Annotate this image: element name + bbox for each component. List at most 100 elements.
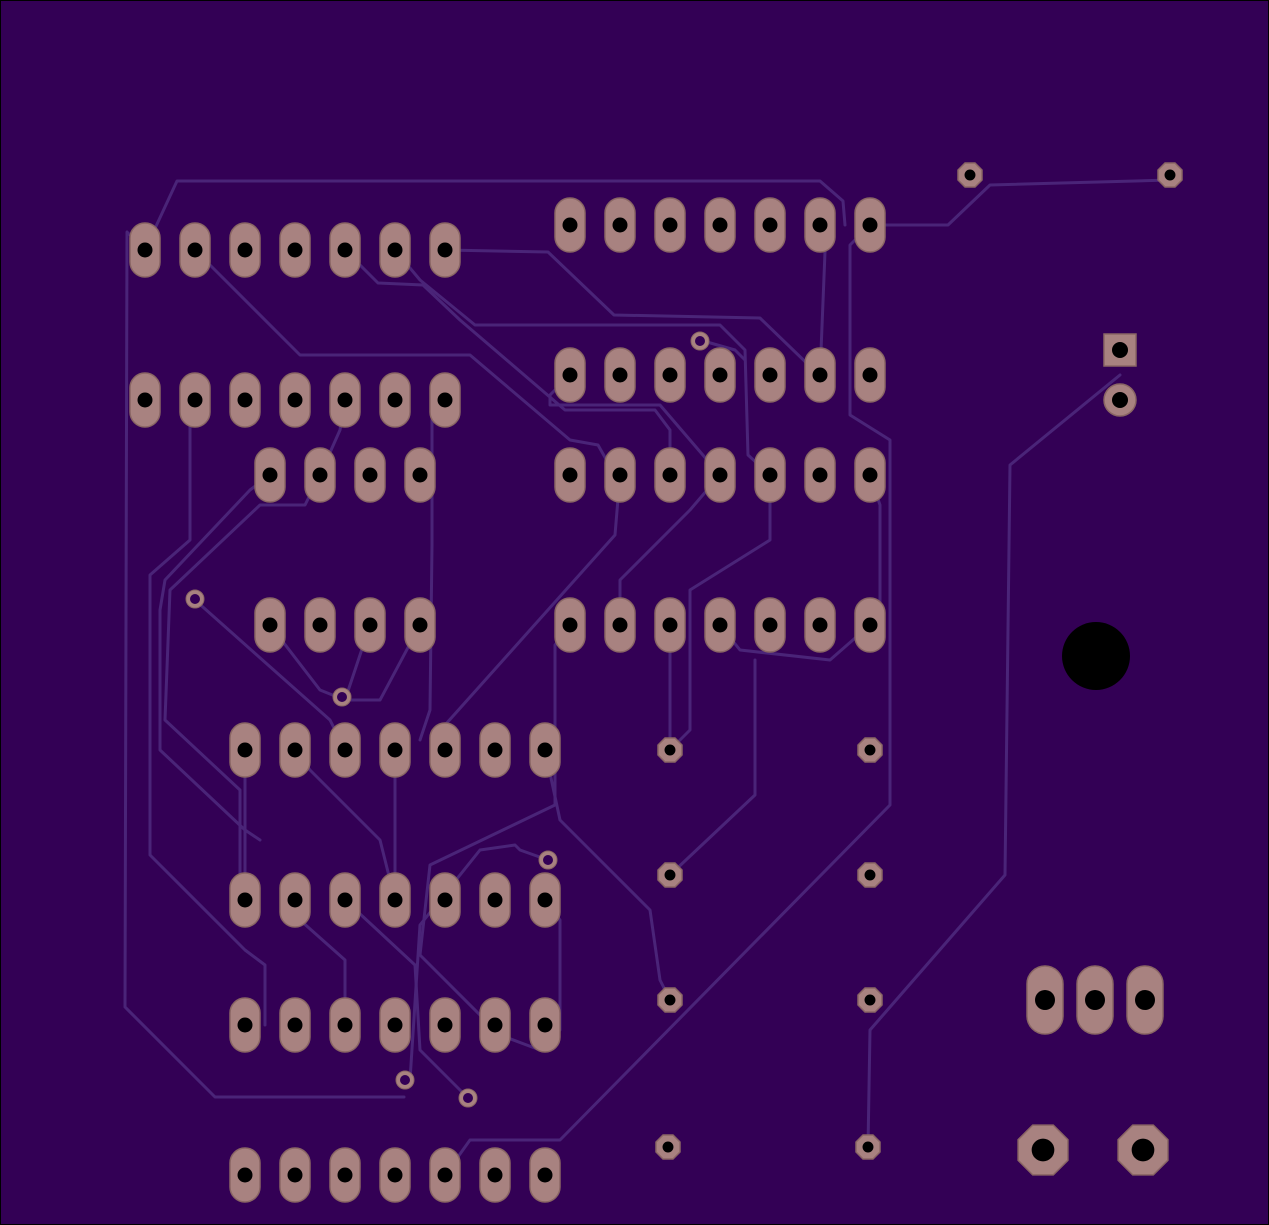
- ic4-pad: [854, 597, 886, 653]
- ic4-pad: [854, 447, 886, 503]
- ic6-pad: [329, 1147, 361, 1203]
- ic2-pad: [804, 347, 836, 403]
- ic2-pad: [854, 197, 886, 253]
- ic4-pad: [654, 597, 686, 653]
- ic6-pad: [379, 1147, 411, 1203]
- discrete-pad: [957, 162, 983, 188]
- via: [538, 850, 558, 870]
- ic4-pad: [604, 597, 636, 653]
- ic6-pad: [279, 1147, 311, 1203]
- ic1-pad: [429, 372, 461, 428]
- ic1-pad: [179, 372, 211, 428]
- ic1-pad: [329, 222, 361, 278]
- ic5-pad: [479, 722, 511, 778]
- ic5-pad: [529, 722, 561, 778]
- ic4-pad: [754, 597, 786, 653]
- ic3-pad: [304, 597, 336, 653]
- ic2-pad: [804, 197, 836, 253]
- trace: [393, 248, 772, 477]
- ic5-pad: [279, 872, 311, 928]
- discrete-pad: [657, 737, 683, 763]
- trace: [343, 248, 672, 477]
- discrete-pad: [657, 987, 683, 1013]
- ic3-pad: [404, 447, 436, 503]
- copper-traces: [123, 178, 1172, 1177]
- ic6-pad: [329, 997, 361, 1053]
- header-pin-1-square: [1103, 333, 1137, 367]
- ic2-pad: [554, 347, 586, 403]
- ic4-pad: [804, 597, 836, 653]
- power-pad: [1017, 1124, 1069, 1176]
- ic5-pad: [279, 722, 311, 778]
- ic6-pad: [479, 1147, 511, 1203]
- ic5-pad: [229, 872, 261, 928]
- via: [458, 1088, 478, 1108]
- trace: [343, 623, 422, 702]
- discrete-pad: [1157, 162, 1183, 188]
- header-pin-2-round: [1103, 383, 1137, 417]
- ic1-pad: [379, 372, 411, 428]
- ic1-pad: [279, 372, 311, 428]
- ic4-pad: [754, 447, 786, 503]
- ic4-pad: [704, 597, 736, 653]
- trace: [668, 658, 757, 877]
- ic2-pad: [754, 347, 786, 403]
- discrete-pad: [857, 737, 883, 763]
- via: [185, 589, 205, 609]
- ic4-pad: [554, 447, 586, 503]
- trace: [543, 748, 672, 1002]
- ic6-pad: [529, 1147, 561, 1203]
- ic1-pad: [429, 222, 461, 278]
- ic4-pad: [654, 447, 686, 503]
- ic2-pad: [654, 197, 686, 253]
- ic2-pad: [654, 347, 686, 403]
- ic6-pad: [529, 997, 561, 1053]
- ic1-pad: [229, 222, 261, 278]
- via: [332, 687, 352, 707]
- trace: [148, 398, 267, 1027]
- ic6-pad: [429, 997, 461, 1053]
- to92-pad: [1126, 965, 1164, 1035]
- ic5-pad: [379, 872, 411, 928]
- trace: [868, 178, 1172, 227]
- ic1-pad: [279, 222, 311, 278]
- ic2-pad: [604, 197, 636, 253]
- discrete-pad: [857, 987, 883, 1013]
- ic3-pad: [304, 447, 336, 503]
- ic5-pad: [229, 722, 261, 778]
- ic2-pad: [854, 347, 886, 403]
- discrete-pad: [655, 1134, 681, 1160]
- ic1-pad: [329, 372, 361, 428]
- ic6-pad: [279, 997, 311, 1053]
- ic1-pad: [179, 222, 211, 278]
- ic4-pad: [704, 447, 736, 503]
- ic1-pad: [229, 372, 261, 428]
- ic5-pad: [329, 722, 361, 778]
- ic4-pad: [554, 597, 586, 653]
- ic5-pad: [529, 872, 561, 928]
- ic2-pad: [754, 197, 786, 253]
- ic6-pad: [229, 1147, 261, 1203]
- ic4-pad: [804, 447, 836, 503]
- trace: [143, 179, 847, 252]
- ic6-pad: [429, 1147, 461, 1203]
- trace: [163, 473, 322, 902]
- trace: [443, 223, 892, 1177]
- ic5-pad: [329, 872, 361, 928]
- via: [690, 331, 710, 351]
- mounting-hole: [1062, 622, 1130, 690]
- trace: [668, 473, 772, 752]
- ic3-pad: [354, 447, 386, 503]
- ic2-pad: [554, 197, 586, 253]
- ic5-pad: [429, 872, 461, 928]
- ic5-pad: [429, 722, 461, 778]
- via: [395, 1070, 415, 1090]
- power-pad: [1117, 1124, 1169, 1176]
- discrete-pad: [657, 862, 683, 888]
- ic6-pad: [479, 997, 511, 1053]
- trace: [343, 898, 470, 1100]
- ic1-pad: [129, 372, 161, 428]
- discrete-pad: [857, 862, 883, 888]
